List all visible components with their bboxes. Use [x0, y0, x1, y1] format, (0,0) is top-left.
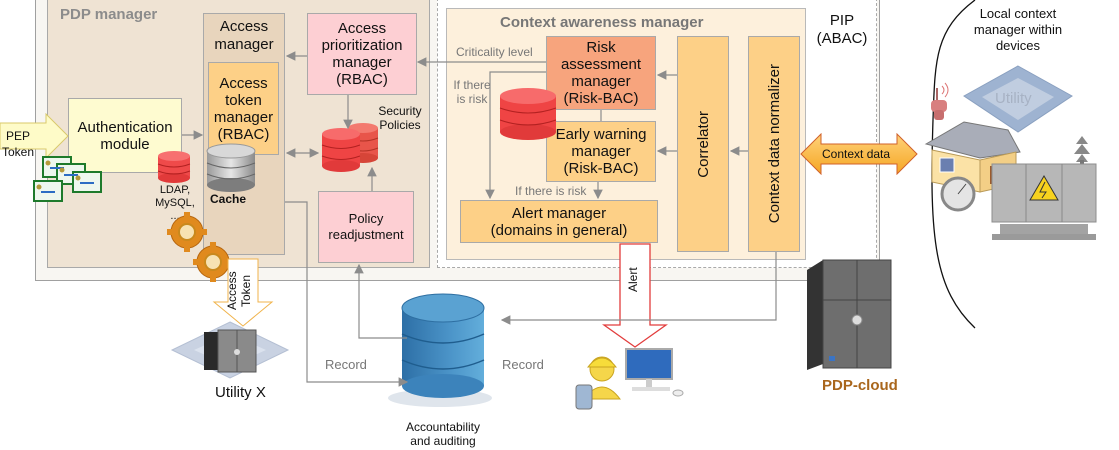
- utility-x-server-icon: [170, 321, 290, 379]
- record-left-label: Record: [325, 357, 367, 372]
- if-there-is-risk-bottom-label: If there is risk: [515, 184, 587, 198]
- transformer-icon: [991, 136, 1097, 240]
- pdp-cloud-server-icon: [807, 259, 892, 370]
- alert-manager[interactable]: Alert manager (domains in general): [460, 200, 658, 243]
- pdp-manager-title: PDP manager: [60, 6, 158, 23]
- wireless-sensor-icon: [931, 82, 949, 120]
- access-manager-title: Access manager: [214, 18, 274, 53]
- ldap-label: LDAP, MySQL, ...: [155, 184, 195, 222]
- utility-badge-label: Utility: [995, 90, 1032, 107]
- risk-assessment-manager[interactable]: Risk assessment manager (Risk-BAC): [546, 36, 656, 110]
- criticality-level-label: Criticality level: [456, 45, 533, 59]
- risk-database-icon: [499, 88, 557, 140]
- cache-database-icon: [206, 143, 256, 192]
- accountability-label: Accountability and auditing: [405, 420, 481, 448]
- accountability-database-icon[interactable]: [378, 290, 502, 410]
- alert-label: Alert: [626, 267, 640, 292]
- access-token-arrow: [212, 258, 274, 327]
- pdp-cloud-label: PDP-cloud: [822, 377, 898, 394]
- context-data-normalizer-label: Context data normalizer: [765, 64, 783, 224]
- early-warning-manager[interactable]: Early warning manager (Risk-BAC): [546, 121, 656, 182]
- context-awareness-manager-title: Context awareness manager: [500, 14, 704, 31]
- context-data-arrow[interactable]: [800, 133, 918, 175]
- access-prioritization-manager[interactable]: Access prioritization manager (RBAC): [307, 13, 417, 95]
- security-policies-label: Security Policies: [378, 104, 422, 132]
- record-right-label: Record: [502, 357, 544, 372]
- operator-workstation-icon: [575, 348, 684, 410]
- utility-x-label: Utility X: [215, 384, 266, 401]
- security-policies-database-icon: [321, 123, 379, 172]
- pep-token-arrow: [0, 113, 69, 159]
- local-context-title: Local context manager within devices: [973, 6, 1063, 53]
- pip-label: PIP (ABAC): [816, 12, 868, 47]
- ldap-database-icon: [157, 151, 191, 183]
- context-data-normalizer[interactable]: Context data normalizer: [748, 36, 800, 252]
- context-data-label: Context data: [822, 147, 891, 161]
- access-token-label: Access Token: [225, 271, 253, 311]
- certificates-icon: [33, 156, 102, 202]
- utility-badge-icon: [963, 65, 1073, 133]
- access-token-manager[interactable]: Access token manager (RBAC): [208, 62, 279, 155]
- cache-label: Cache: [210, 192, 247, 206]
- correlator[interactable]: Correlator: [677, 36, 729, 252]
- gears-icon: [167, 212, 233, 282]
- pep-token-label: PEP Token: [1, 129, 35, 159]
- correlator-label: Correlator: [694, 110, 712, 178]
- if-there-is-risk-left-label: If there is risk: [453, 78, 491, 106]
- policy-readjustment[interactable]: Policy readjustment: [318, 191, 414, 263]
